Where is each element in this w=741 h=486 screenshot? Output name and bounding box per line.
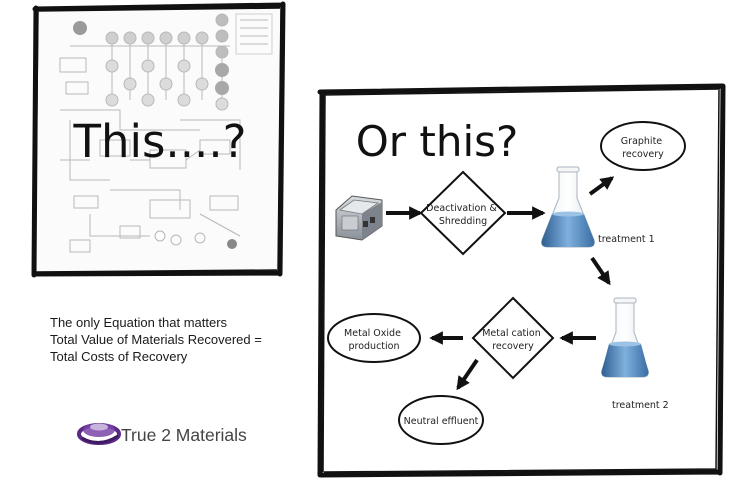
right-panel-caption: Or this? (356, 117, 519, 166)
deactivation-label-line2: Shredding (439, 216, 487, 227)
metal-cation-label-line2: recovery (492, 341, 534, 352)
graphite-label-line2: recovery (622, 149, 664, 160)
graphite-label-line1: Graphite (621, 136, 663, 147)
arrow-cation-to-neutral (456, 358, 479, 391)
equation-line-1: The only Equation that matters (50, 315, 228, 330)
brand-name: True 2 Materials (121, 425, 247, 445)
flow-arrows (386, 176, 615, 391)
neutral-effluent-node: Neutral effluent (398, 395, 484, 445)
equation-line-3: Total Costs of Recovery (50, 349, 188, 364)
metal-oxide-label-line2: production (348, 341, 399, 352)
arrow-treatment1-to-treatment2 (590, 256, 611, 286)
deactivation-label-line1: Deactivation & (426, 203, 497, 214)
treatment2-flask (601, 297, 649, 378)
left-panel-caption: This....? (72, 115, 246, 168)
metal-cation-label-line1: Metal cation (482, 328, 541, 339)
treatment1-flask (541, 166, 595, 248)
metal-oxide-production-node: Metal Oxide production (327, 313, 421, 363)
neutral-effluent-label: Neutral effluent (404, 416, 479, 427)
svg-text:Deactivation & Shredding: Deactivation & Shredding (426, 203, 500, 227)
equation-text: The only Equation that matters Total Val… (50, 314, 320, 365)
battery-pack-image (335, 195, 383, 241)
left-panel: This....? (31, 1, 286, 278)
svg-text:Graphite recovery: Graphite recovery (621, 136, 665, 160)
metal-oxide-label-line1: Metal Oxide (344, 328, 401, 339)
complex-flowsheet-image (59, 13, 273, 253)
graphite-recovery-node: Graphite recovery (600, 121, 686, 171)
svg-text:Metal cation recovery: Metal cation recovery (482, 328, 544, 352)
treatment1-label: treatment 1 (598, 234, 655, 245)
treatment2-label: treatment 2 (612, 400, 669, 411)
true2materials-logo-mark (77, 423, 121, 445)
arrow-treatment1-to-graphite (588, 176, 615, 196)
metal-cation-recovery-node: Metal cation recovery (471, 296, 555, 380)
right-panel: Or this? (317, 83, 726, 478)
equation-line-2: Total Value of Materials Recovered = (50, 332, 262, 347)
deactivation-shredding-node: Deactivation & Shredding (419, 170, 507, 256)
svg-text:Metal Oxide production: Metal Oxide production (344, 328, 404, 352)
